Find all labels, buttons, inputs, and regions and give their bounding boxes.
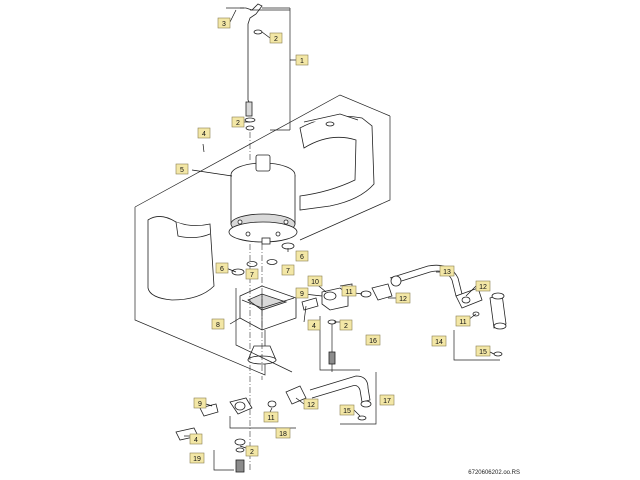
- callout-8-label: 8: [216, 322, 220, 329]
- callout-11-right-label: 11: [459, 319, 466, 326]
- callout-17: 17: [379, 394, 395, 406]
- heat-shield-right: [299, 113, 375, 211]
- callout-8: 8: [211, 318, 225, 330]
- temperature-probe: [319, 316, 360, 372]
- callout-15-lower: 15: [339, 404, 355, 416]
- return-pipe: [285, 372, 377, 425]
- callout-1-label: 1: [300, 58, 304, 65]
- callout-4-lower-label: 4: [194, 437, 198, 444]
- callout-18: 18: [275, 427, 291, 439]
- callout-19: 19: [189, 452, 205, 464]
- callout-10-label: 10: [311, 279, 319, 286]
- expansion-vessel: [228, 154, 298, 245]
- callout-4-middle-label: 4: [312, 323, 316, 330]
- callout-3-label: 3: [222, 21, 226, 28]
- callout-17-label: 17: [383, 398, 391, 405]
- callout-11-upper: 11: [341, 285, 357, 297]
- insulation-block: [235, 285, 297, 373]
- callout-10: 10: [307, 275, 323, 287]
- callout-5-label: 5: [180, 167, 184, 174]
- callout-7-left: 7: [245, 268, 259, 280]
- callout-13: 13: [439, 265, 455, 277]
- callout-9-lower-label: 9: [198, 401, 202, 408]
- callout-2-pipe-label: 2: [236, 120, 240, 127]
- callout-5: 5: [175, 163, 189, 175]
- callout-15-lower-label: 15: [343, 408, 351, 415]
- callout-6-right-label: 6: [300, 254, 304, 261]
- callout-6-right: 6: [295, 250, 309, 262]
- callout-2-top-label: 2: [274, 36, 278, 43]
- callout-6-left-label: 6: [220, 266, 224, 273]
- o-rings-6-7: [231, 242, 295, 276]
- pipe-connector-upper: [301, 283, 393, 311]
- callout-9-lower: 9: [193, 397, 207, 409]
- callout-2-top: 2: [269, 32, 283, 44]
- callout-19-label: 19: [193, 456, 201, 463]
- pipe-connector-lower: [175, 397, 296, 441]
- callout-13-label: 13: [443, 269, 451, 276]
- drawing-reference-code: 6720606202.oo.RS: [468, 470, 520, 476]
- callout-11-lower-label: 11: [267, 415, 274, 422]
- callout-11-lower: 11: [263, 411, 279, 423]
- callout-12-lower: 12: [303, 398, 319, 410]
- callout-2-lower-label: 2: [250, 449, 254, 456]
- callout-14-label: 14: [435, 339, 443, 346]
- callout-7-right: 7: [281, 264, 295, 276]
- callout-2-middle: 2: [339, 319, 353, 331]
- callout-2-lower: 2: [245, 445, 259, 457]
- callout-7-right-label: 7: [286, 268, 290, 275]
- callout-12-right: 12: [475, 280, 491, 292]
- callout-16: 16: [365, 334, 381, 346]
- callout-11-right: 11: [455, 315, 471, 327]
- callout-1: 1: [295, 54, 309, 66]
- callout-12-upper: 12: [395, 292, 411, 304]
- callout-4-top: 4: [197, 127, 211, 139]
- callout-14: 14: [431, 335, 447, 347]
- callout-11-upper-label: 11: [345, 289, 352, 296]
- callout-12-lower-label: 12: [307, 402, 315, 409]
- callout-16-label: 16: [369, 338, 377, 345]
- callout-12-upper-label: 12: [399, 296, 407, 303]
- drain-fitting: [213, 438, 246, 473]
- callout-2-pipe: 2: [231, 116, 245, 128]
- callout-6-left: 6: [215, 262, 229, 274]
- valve-assembly: [453, 287, 507, 361]
- callout-4-top-label: 4: [202, 131, 206, 138]
- callout-15-right: 15: [475, 345, 491, 357]
- callout-4-middle: 4: [307, 319, 321, 331]
- sensor-pipe-assembly: [226, 3, 291, 131]
- callout-2-middle-label: 2: [344, 323, 348, 330]
- callout-7-left-label: 7: [250, 272, 254, 279]
- callout-4-lower: 4: [189, 433, 203, 445]
- callout-12-right-label: 12: [479, 284, 487, 291]
- callout-3: 3: [217, 17, 231, 29]
- heat-shield-left: [147, 216, 215, 301]
- callout-9-upper-label: 9: [300, 291, 304, 298]
- callout-18-label: 18: [279, 431, 287, 438]
- callout-15-right-label: 15: [479, 349, 487, 356]
- callout-9-upper: 9: [295, 287, 309, 299]
